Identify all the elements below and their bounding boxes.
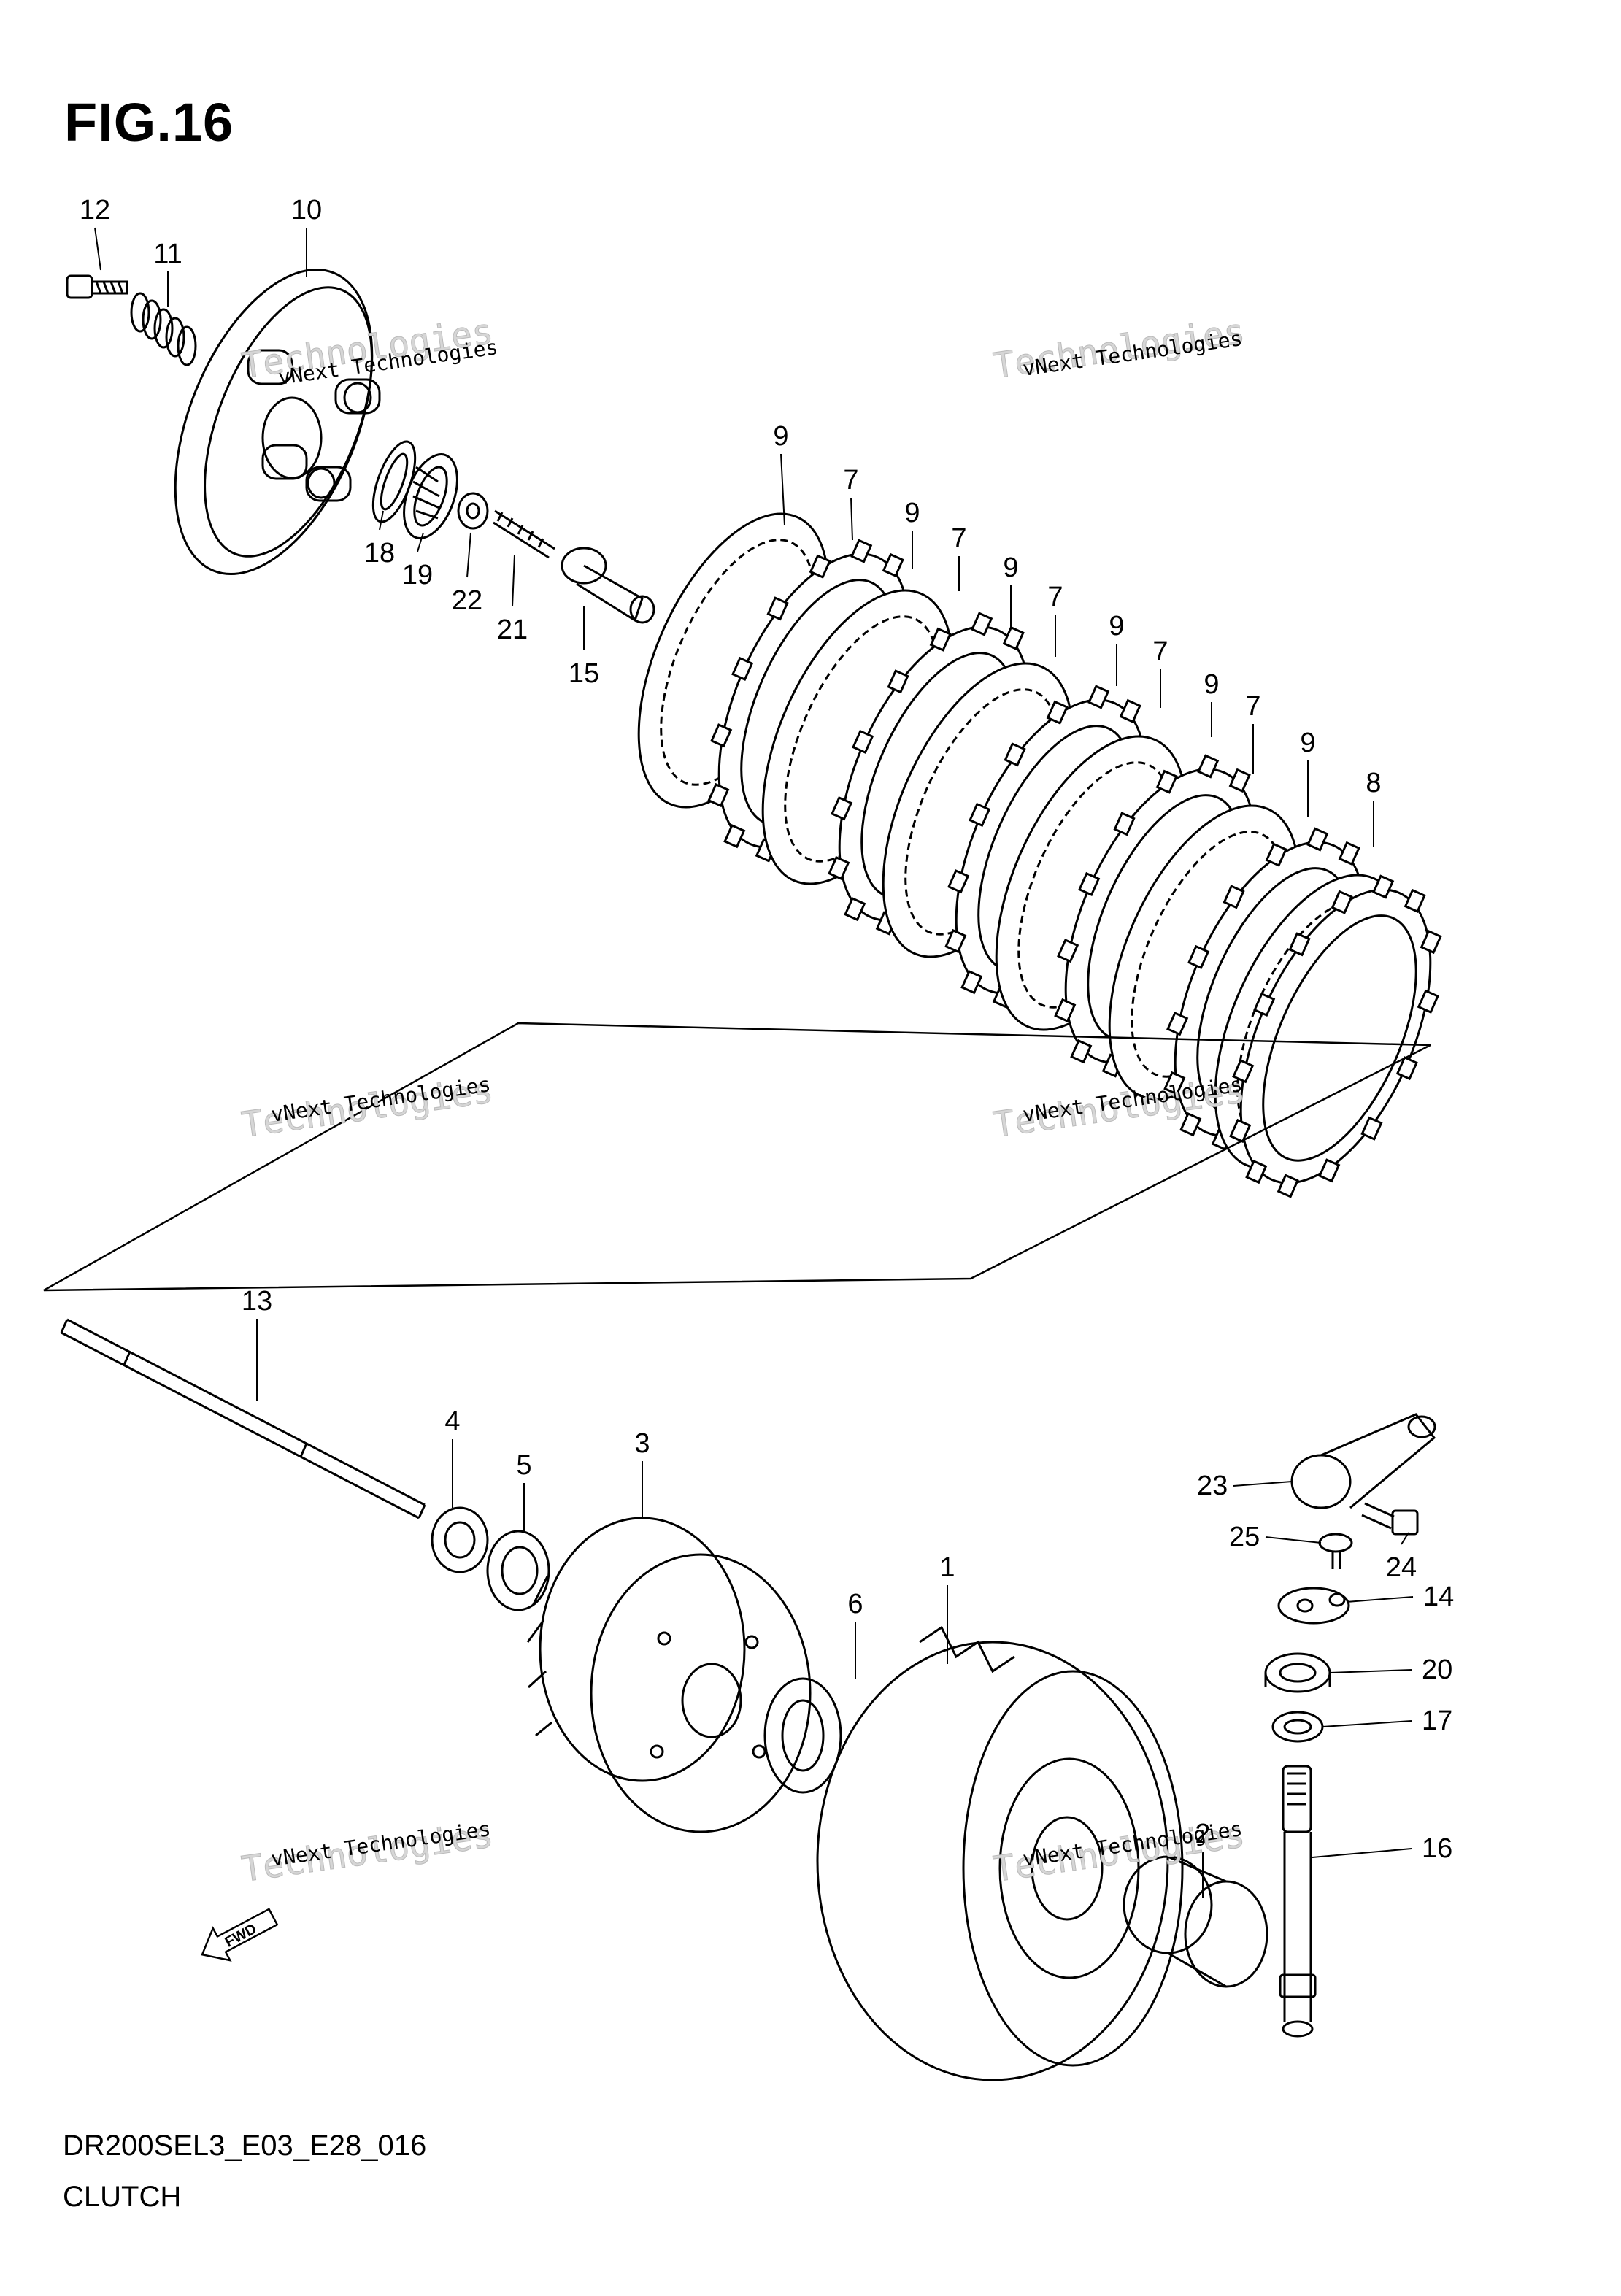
part-2-spacer (1123, 1855, 1268, 1988)
callout-label-c7d: 7 (1152, 636, 1168, 667)
callout-leader (850, 497, 853, 541)
figure-name: CLUTCH (63, 2181, 182, 2213)
part-22-nut (457, 492, 489, 530)
part-20-oil-seal (1264, 1652, 1331, 1693)
callout-leader (1265, 1536, 1322, 1544)
part-24-bolt (1361, 1502, 1419, 1536)
callout-leader (780, 453, 785, 526)
part-25-screw (1318, 1533, 1353, 1569)
callout-label-c1: 1 (939, 1552, 955, 1583)
callout-label-c10: 10 (291, 195, 322, 226)
part-4-nut (431, 1506, 489, 1573)
part-21-adjust-screw (493, 509, 555, 559)
callout-label-c20: 20 (1422, 1654, 1452, 1685)
callout-label-c22: 22 (452, 585, 482, 616)
figure-title: FIG.16 (64, 92, 234, 153)
part-1-primary-driven-gear (816, 1625, 1184, 2081)
part-23-release-arm (1290, 1413, 1436, 1509)
part-3-clutch-sleeve-hub (526, 1517, 812, 1833)
callout-label-c11: 11 (153, 239, 182, 269)
fwd-arrow-icon: FWD (201, 1908, 279, 1962)
clutch-plate-stack (637, 512, 1442, 1198)
callout-label-c7e: 7 (1245, 691, 1260, 722)
callout-label-c7b: 7 (951, 523, 966, 554)
callout-label-c12: 12 (80, 195, 110, 226)
callout-label-c5: 5 (516, 1450, 531, 1481)
part-14-plate (1277, 1587, 1350, 1625)
callout-label-c9d: 9 (1109, 611, 1124, 642)
callout-label-c9a: 9 (773, 421, 788, 452)
fwd-label: FWD (223, 1921, 260, 1951)
callout-label-c13: 13 (242, 1286, 272, 1317)
callout-label-c15: 15 (569, 658, 599, 689)
callout-leader (1322, 1720, 1412, 1727)
callout-leader (94, 227, 101, 271)
callout-label-c23: 23 (1197, 1471, 1228, 1501)
callout-label-c9f: 9 (1300, 728, 1315, 758)
part-11-spring (130, 292, 197, 366)
callout-label-c7c: 7 (1047, 582, 1063, 612)
friction-plate (1229, 874, 1442, 1198)
figure-code: DR200SEL3_E03_E28_016 (63, 2130, 427, 2162)
part-5-lock-washer (486, 1530, 550, 1611)
part-13-push-rod (60, 1318, 426, 1519)
callout-label-c19: 19 (402, 560, 433, 590)
part-19-bearing (403, 453, 458, 539)
callout-leader (466, 532, 471, 578)
callout-label-c9b: 9 (904, 498, 920, 528)
callout-label-c2: 2 (1195, 1819, 1210, 1849)
callout-label-c9c: 9 (1003, 552, 1018, 583)
plate-group-outline (43, 1022, 1431, 1292)
callout-group: 1211101819222115979797979798134536122325… (80, 195, 1454, 1898)
part-15-push-piece (561, 547, 655, 624)
part-10-pressure-plate (174, 269, 381, 575)
part-6-thrust-washer (763, 1677, 842, 1794)
callout-label-c16: 16 (1422, 1833, 1452, 1864)
callout-leader (1346, 1596, 1414, 1603)
callout-leader (512, 554, 515, 607)
callout-label-c17: 17 (1422, 1706, 1452, 1736)
callout-leader (379, 510, 384, 531)
callout-leader (1401, 1532, 1409, 1545)
callout-label-c21: 21 (497, 615, 528, 645)
callout-label-c24: 24 (1386, 1552, 1417, 1583)
part-12-bolt (66, 274, 128, 299)
callout-label-c3: 3 (634, 1428, 650, 1459)
part-17-washer (1271, 1711, 1324, 1743)
callout-label-c7a: 7 (843, 465, 858, 496)
callout-leader (1312, 1848, 1412, 1858)
callout-label-c14: 14 (1423, 1582, 1454, 1612)
callout-label-c8: 8 (1366, 768, 1381, 798)
callout-label-c9e: 9 (1204, 669, 1219, 700)
callout-leader (1233, 1481, 1293, 1487)
callout-label-c25: 25 (1229, 1522, 1260, 1552)
callout-label-c18: 18 (364, 538, 395, 569)
callout-label-c6: 6 (847, 1589, 863, 1619)
callout-leader (417, 532, 424, 552)
callout-leader (1329, 1669, 1412, 1673)
callout-label-c4: 4 (444, 1406, 460, 1437)
part-16-release-shaft (1279, 1765, 1317, 2038)
